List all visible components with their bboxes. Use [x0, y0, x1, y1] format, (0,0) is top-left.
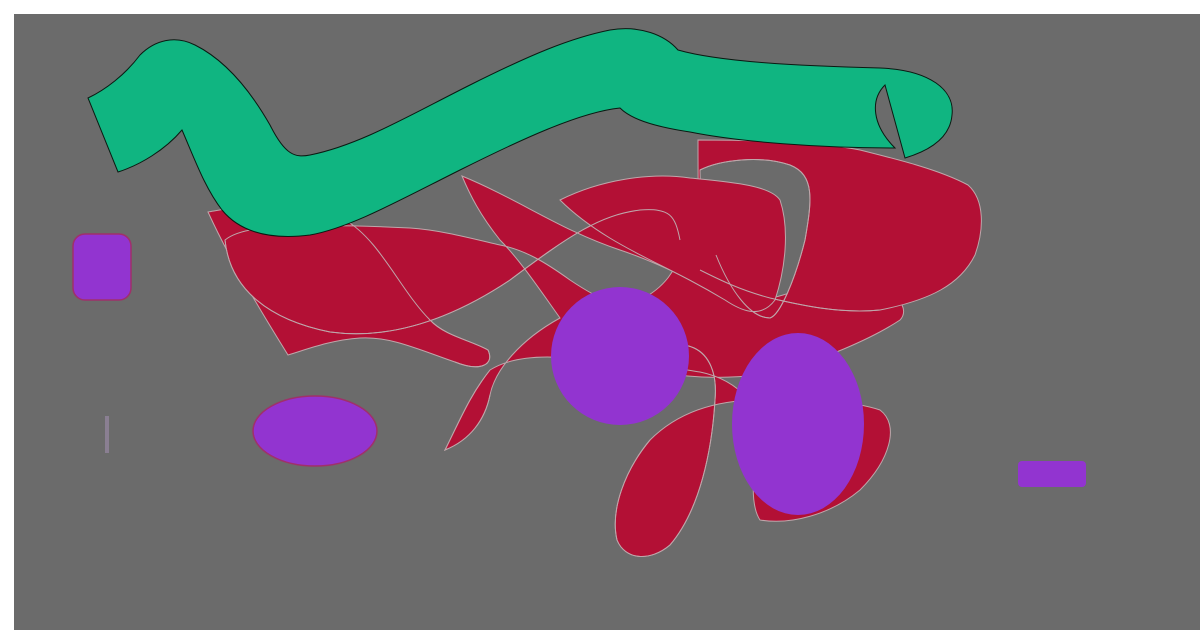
crimson-outline-curve-5 — [614, 344, 716, 557]
crimson-outline-curve-4 — [443, 369, 491, 451]
purple-left-ellipse — [252, 395, 378, 467]
purple-center-circle — [551, 287, 689, 425]
purple-rounded-square — [72, 233, 132, 301]
crimson-outline-curve-1 — [224, 209, 681, 335]
crimson-outline-curve-2 — [344, 219, 491, 368]
crimson-outline-curve-6 — [699, 269, 881, 312]
crimson-outline-group — [224, 159, 881, 557]
grey-tick — [105, 416, 109, 453]
purple-tall-ellipse — [732, 333, 864, 515]
crimson-outline-curve-3 — [699, 159, 811, 319]
purple-small-bar — [1018, 461, 1086, 487]
green-ribbon — [87, 28, 953, 237]
crimson-small-petal — [559, 175, 786, 313]
